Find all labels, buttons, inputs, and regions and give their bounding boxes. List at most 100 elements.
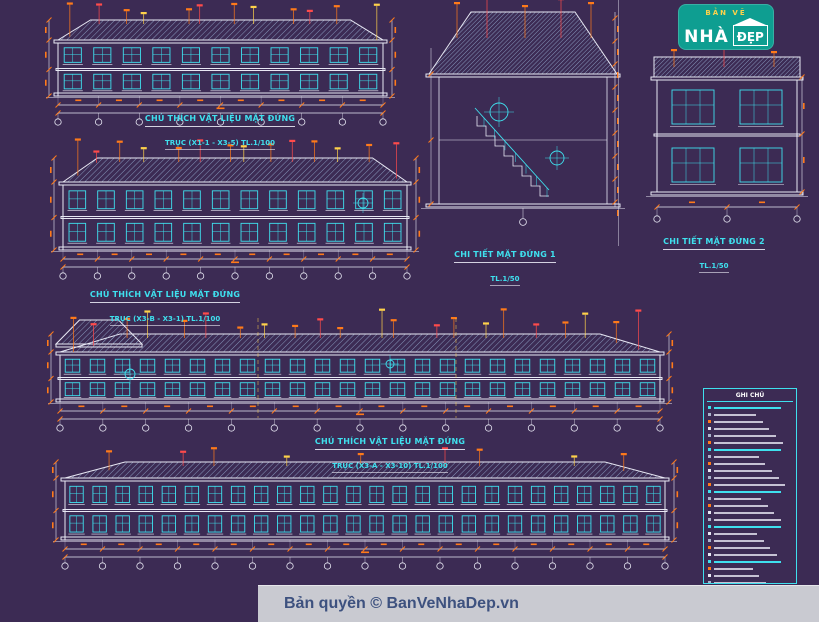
legend-text-bar (714, 476, 779, 479)
legend-bullet-icon (708, 483, 711, 486)
logo-text-nha: NHÀ (684, 26, 729, 47)
legend-text-bar (714, 434, 777, 437)
legend-note-row (708, 441, 792, 444)
legend-bullet-icon (708, 441, 711, 444)
legend-text-bar (714, 525, 782, 528)
title-line-2: TRỤC (X1-1 - X3-5) TL.1/100 (164, 138, 276, 150)
title-line-2: TL.1/50 (699, 261, 729, 273)
legend-note-row (708, 511, 792, 514)
legend-text-bar (714, 546, 771, 549)
facade-detail-1-drawing (421, 0, 625, 236)
legend-note-row (708, 553, 792, 556)
legend-bullet-icon (708, 413, 711, 416)
viewport-divider-line (618, 0, 619, 246)
logo-tagline: BẢN VẼ (705, 8, 747, 17)
title-line-1: CHI TIẾT MẶT ĐỨNG 1 (454, 249, 556, 263)
drawing-title-elevation-2: CHÚ THÍCH VẬT LIỆU MẶT ĐỨNG TRỤC (X3-B -… (30, 280, 300, 328)
legend-note-row (708, 476, 792, 479)
legend-note-row (708, 504, 792, 507)
legend-text-bar (714, 532, 757, 535)
legend-text-bar (714, 511, 775, 514)
drawing-title-detail-1: CHI TIẾT MẶT ĐỨNG 1 TL.1/50 (415, 240, 595, 288)
legend-bullet-icon (708, 518, 711, 521)
legend-bullet-icon (708, 553, 711, 556)
legend-text-bar (714, 406, 782, 409)
legend-bullet-icon (708, 574, 711, 577)
legend-note-row (708, 525, 792, 528)
legend-bullet-icon (708, 406, 711, 409)
legend-note-row (708, 581, 792, 583)
legend-note-row (708, 574, 792, 577)
house-icon: ĐẸP (732, 17, 768, 46)
legend-note-row (708, 560, 792, 563)
title-line-2: TRỤC (X3-A - X3-10) TL.1/100 (332, 461, 448, 473)
legend-text-bar (714, 462, 766, 465)
legend-note-row (708, 420, 792, 423)
title-line-2: TRỤC (X3-B - X3-1) TL.1/100 (109, 314, 221, 326)
legend-bullet-icon (708, 490, 711, 493)
legend-text-bar (714, 567, 753, 570)
house-roof-icon (734, 17, 767, 25)
legend-text-bar (714, 553, 777, 556)
legend-text-bar (714, 469, 772, 472)
elevation-drawing-1 (28, 2, 413, 132)
drawing-title-detail-2: CHI TIẾT MẶT ĐỨNG 2 TL.1/50 (634, 227, 794, 275)
legend-bullet-icon (708, 546, 711, 549)
legend-bullet-icon (708, 469, 711, 472)
legend-note-row (708, 434, 792, 437)
legend-text-bar (714, 560, 782, 563)
legend-note-row (708, 567, 792, 570)
title-line-1: CHÚ THÍCH VẬT LIỆU MẶT ĐỨNG (144, 113, 296, 127)
drawing-title-long-elevation: CHÚ THÍCH VẬT LIỆU MẶT ĐỨNG TRỤC (X3-A -… (225, 427, 555, 475)
bottom-elevation-drawing (35, 447, 695, 580)
legend-bullet-icon (708, 427, 711, 430)
legend-text-bar (714, 413, 756, 416)
logo-text-dep: ĐẸP (736, 29, 764, 44)
legend-note-row (708, 532, 792, 535)
title-line-1: CHÚ THÍCH VẬT LIỆU MẶT ĐỨNG (314, 436, 466, 450)
legend-note-row (708, 518, 792, 521)
copyright-text: Bản quyền © BanVeNhaDep.vn (284, 595, 519, 612)
legend-text-bar (714, 581, 767, 583)
legend-bullet-icon (708, 525, 711, 528)
legend-bullet-icon (708, 511, 711, 514)
legend-text-bar (714, 441, 783, 444)
legend-text-bar (714, 574, 760, 577)
legend-text-bar (714, 518, 782, 521)
legend-text-bar (714, 504, 768, 507)
legend-rows (704, 406, 796, 583)
legend-title: GHI CHÚ (707, 392, 793, 402)
legend-note-row (708, 406, 792, 409)
title-line-2: TL.1/50 (490, 274, 520, 286)
title-line-1: CHI TIẾT MẶT ĐỨNG 2 (663, 236, 765, 250)
drawing-title-elevation-1: CHÚ THÍCH VẬT LIỆU MẶT ĐỨNG TRỤC (X1-1 -… (70, 104, 370, 152)
notes-legend-panel: GHI CHÚ (703, 388, 797, 584)
legend-text-bar (714, 448, 782, 451)
legend-note-row (708, 490, 792, 493)
legend-bullet-icon (708, 532, 711, 535)
legend-note-row (708, 455, 792, 458)
legend-text-bar (714, 420, 763, 423)
legend-bullet-icon (708, 462, 711, 465)
legend-note-row (708, 539, 792, 542)
legend-bullet-icon (708, 434, 711, 437)
facade-detail-2-drawing (646, 43, 808, 223)
legend-bullet-icon (708, 420, 711, 423)
legend-bullet-icon (708, 581, 711, 583)
legend-note-row (708, 483, 792, 486)
legend-note-row (708, 469, 792, 472)
legend-text-bar (714, 539, 764, 542)
legend-text-bar (714, 490, 782, 493)
legend-bullet-icon (708, 476, 711, 479)
legend-note-row (708, 427, 792, 430)
legend-note-row (708, 448, 792, 451)
long-elevation-drawing (25, 300, 695, 440)
legend-bullet-icon (708, 448, 711, 451)
legend-bullet-icon (708, 539, 711, 542)
logo-wordmark: NHÀ ĐẸP (684, 17, 768, 47)
legend-text-bar (714, 427, 770, 430)
legend-text-bar (714, 455, 759, 458)
legend-note-row (708, 413, 792, 416)
legend-bullet-icon (708, 455, 711, 458)
legend-bullet-icon (708, 567, 711, 570)
